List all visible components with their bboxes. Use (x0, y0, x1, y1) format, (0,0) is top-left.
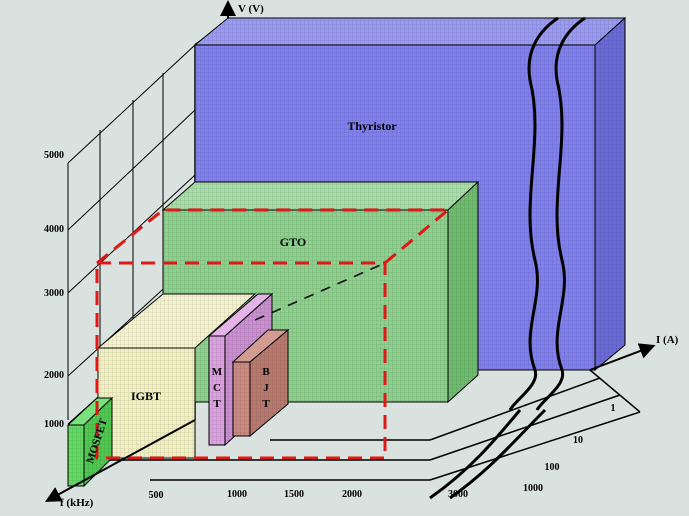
floor-grid (110, 369, 641, 481)
svg-text:500: 500 (149, 490, 164, 501)
svg-text:1500: 1500 (284, 489, 304, 500)
svg-text:B: B (262, 366, 270, 378)
i-axis-label: I (A) (656, 334, 679, 346)
operating-region-dashed (95, 208, 449, 460)
igbt-label: IGBT (131, 389, 161, 403)
svg-text:1: 1 (611, 403, 616, 414)
f-tick-labels: 500 1000 1500 2000 3000 (149, 489, 469, 501)
svg-text:3000: 3000 (44, 288, 64, 299)
svg-text:T: T (262, 398, 270, 410)
f-axis (44, 419, 196, 502)
svg-text:100: 100 (545, 462, 560, 473)
bjt-label: B J T (262, 366, 270, 410)
svg-text:C: C (213, 382, 221, 394)
svg-text:T: T (213, 398, 221, 410)
axis-break-lines (429, 16, 586, 500)
svg-text:3000: 3000 (448, 489, 468, 500)
svg-text:5000: 5000 (44, 150, 64, 161)
gto-label: GTO (280, 235, 306, 249)
projection-dashes (254, 262, 386, 321)
svg-text:4000: 4000 (44, 224, 64, 235)
mosfet-block (66, 396, 114, 488)
i-axis (589, 343, 656, 371)
bjt-block (231, 328, 290, 438)
svg-text:M: M (212, 366, 223, 378)
svg-text:J: J (263, 382, 269, 394)
i-tick-labels: 1 10 100 1000 (523, 403, 616, 494)
mct-label: M C T (212, 366, 223, 410)
thyristor-label: Thyristor (347, 119, 397, 133)
v-tick-labels: 5000 4000 3000 2000 1000 (44, 150, 64, 430)
svg-text:2000: 2000 (44, 370, 64, 381)
igbt-block (96, 293, 257, 459)
svg-text:1000: 1000 (523, 483, 543, 494)
v-axis-label: V (V) (238, 3, 264, 15)
svg-text:2000: 2000 (342, 489, 362, 500)
svg-text:1000: 1000 (44, 419, 64, 430)
svg-text:10: 10 (573, 435, 583, 446)
f-axis-label: f (kHz) (60, 497, 94, 509)
svg-text:1000: 1000 (227, 489, 247, 500)
